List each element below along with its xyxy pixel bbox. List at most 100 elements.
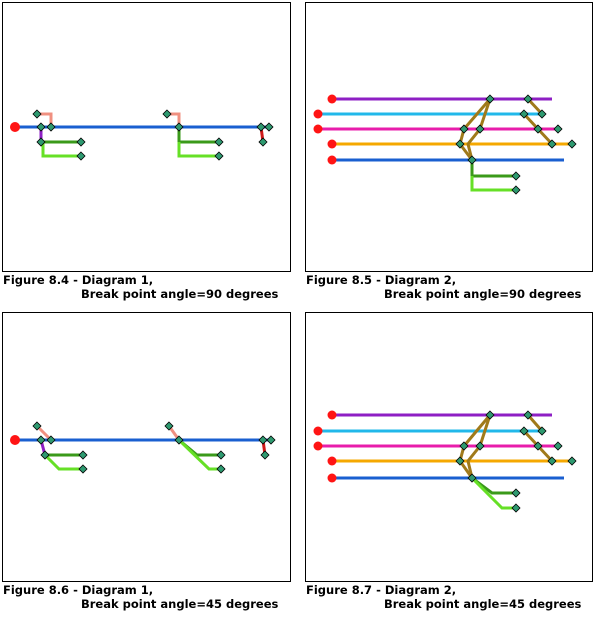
junction-node	[164, 421, 174, 431]
junction-node	[455, 139, 465, 149]
network-lines	[318, 97, 572, 192]
junction-node	[174, 435, 184, 445]
junction-node	[260, 450, 270, 460]
caption-line-1: Figure 8.7 - Diagram 2,	[306, 583, 457, 597]
light-green-branch	[41, 142, 81, 158]
caption-line-2: Break point angle=90 degrees	[81, 287, 279, 301]
junction-node	[475, 124, 485, 134]
junction-node	[214, 151, 224, 161]
junction-node	[467, 155, 477, 165]
root-node	[327, 410, 337, 420]
junction-node	[475, 441, 485, 451]
junction-node	[519, 109, 529, 119]
root-nodes	[313, 94, 337, 165]
root-node	[313, 441, 323, 451]
caption-line-1: Figure 8.4 - Diagram 1,	[3, 273, 154, 287]
junction-node	[459, 124, 469, 134]
junction-node	[553, 124, 563, 134]
junction-node	[76, 137, 86, 147]
salmon-branch	[35, 424, 53, 442]
junction-node	[76, 151, 86, 161]
figure-8-6-caption: Figure 8.6 - Diagram 1, Break point angl…	[3, 583, 278, 611]
junction-node	[32, 109, 42, 119]
junction-nodes	[32, 421, 276, 474]
junction-node	[214, 137, 224, 147]
diagram-1-schematic	[10, 109, 274, 161]
brown-connector	[526, 414, 544, 432]
junction-node	[36, 122, 46, 132]
junction-node	[36, 137, 46, 147]
caption-line-1: Figure 8.6 - Diagram 1,	[3, 583, 154, 597]
dark-green-branch	[177, 127, 219, 144]
junction-nodes	[455, 94, 577, 195]
diagram-2-schematic	[313, 410, 577, 513]
junction-node	[256, 122, 266, 132]
junction-node	[523, 94, 533, 104]
junction-node	[553, 441, 563, 451]
junction-node	[78, 464, 88, 474]
junction-node	[547, 456, 557, 466]
brown-connector	[466, 414, 492, 479]
junction-node	[46, 435, 56, 445]
root-node	[10, 435, 20, 445]
junction-node	[78, 450, 88, 460]
junction-node	[511, 185, 521, 195]
diagram-1-schematic	[10, 421, 276, 474]
junction-node	[162, 109, 172, 119]
root-node	[327, 456, 337, 466]
junction-node	[547, 139, 557, 149]
junction-node	[216, 464, 226, 474]
junction-node	[46, 122, 56, 132]
junction-node	[258, 435, 268, 445]
root-node	[10, 122, 20, 132]
junction-node	[485, 94, 495, 104]
caption-line-2: Break point angle=45 degrees	[384, 597, 582, 611]
junction-node	[485, 410, 495, 420]
root-node	[313, 426, 323, 436]
network-lines	[318, 413, 572, 510]
figure-8-5-panel	[305, 2, 593, 272]
junction-node	[459, 441, 469, 451]
dark-green-branch	[470, 160, 516, 178]
figure-8-7-caption: Figure 8.7 - Diagram 2, Break point angl…	[306, 583, 581, 611]
brown-connector	[458, 414, 492, 479]
root-node	[327, 94, 337, 104]
caption-line-2: Break point angle=90 degrees	[384, 287, 582, 301]
junction-node	[537, 109, 547, 119]
figure-8-4-caption: Figure 8.4 - Diagram 1, Break point angl…	[3, 273, 278, 301]
figure-8-5-caption: Figure 8.5 - Diagram 2, Break point angl…	[306, 273, 581, 301]
junction-node	[523, 410, 533, 420]
junction-node	[511, 503, 521, 513]
root-nodes	[313, 410, 337, 483]
junction-node	[174, 122, 184, 132]
junction-node	[455, 456, 465, 466]
junction-node	[40, 450, 50, 460]
light-green-branch	[470, 176, 516, 192]
figure-8-7-panel	[305, 312, 593, 582]
junction-node	[511, 488, 521, 498]
figure-8-6-panel	[2, 312, 291, 582]
brown-connector	[466, 98, 492, 161]
light-green-branch	[470, 476, 516, 510]
root-node	[327, 139, 337, 149]
network-lines	[15, 112, 269, 158]
junction-node	[258, 137, 268, 147]
junction-node	[32, 421, 42, 431]
junction-node	[36, 435, 46, 445]
junction-node	[216, 450, 226, 460]
junction-node	[567, 139, 577, 149]
caption-line-2: Break point angle=45 degrees	[81, 597, 279, 611]
junction-node	[266, 435, 276, 445]
diagram-2-schematic	[313, 94, 577, 195]
junction-node	[519, 426, 529, 436]
junction-node	[264, 122, 274, 132]
root-node	[313, 109, 323, 119]
root-node	[327, 155, 337, 165]
junction-node	[567, 456, 577, 466]
junction-nodes	[32, 109, 274, 161]
junction-nodes	[455, 410, 577, 513]
junction-node	[533, 124, 543, 134]
network-lines	[15, 424, 271, 471]
light-green-branch	[43, 453, 83, 471]
brown-connector	[458, 98, 492, 161]
